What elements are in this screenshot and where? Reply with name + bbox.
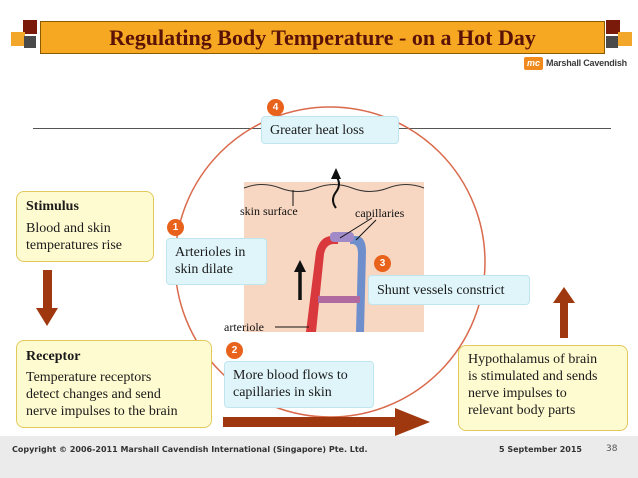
stimulus-heading: Stimulus bbox=[26, 199, 79, 214]
corner-square-dark bbox=[24, 36, 36, 48]
capillaries-leader-a bbox=[339, 217, 373, 239]
receptor-line: detect changes and send bbox=[26, 387, 161, 402]
hypothalamus-line: relevant body parts bbox=[468, 403, 576, 418]
step-2-line: More blood flows to bbox=[233, 368, 348, 383]
step-1-box: Arterioles in skin dilate bbox=[166, 238, 267, 285]
arteriole-vessel bbox=[306, 236, 338, 332]
heat-wave-icon bbox=[332, 175, 340, 209]
brand-logo: mc Marshall Cavendish bbox=[524, 56, 627, 70]
arteriole-label: arteriole bbox=[224, 320, 264, 334]
brand-mark: mc bbox=[524, 56, 544, 70]
heat-wave-arrowhead bbox=[331, 168, 341, 179]
stimulus-line: Blood and skin bbox=[26, 221, 111, 236]
receptor-heading: Receptor bbox=[26, 349, 81, 364]
step-4-text: Greater heat loss bbox=[270, 123, 365, 138]
stimulus-box: Stimulus Blood and skin temperatures ris… bbox=[16, 191, 154, 262]
step-3-box: Shunt vessels constrict bbox=[368, 275, 530, 305]
step-2-line: capillaries in skin bbox=[233, 385, 332, 400]
corner-square-gold bbox=[11, 32, 25, 46]
skin-surface-label: skin surface bbox=[240, 204, 298, 218]
corner-square-maroon-right bbox=[606, 20, 620, 34]
receptor-line: Temperature receptors bbox=[26, 370, 152, 385]
footer: Copyright © 2006-2011 Marshall Cavendish… bbox=[0, 436, 638, 478]
capillaries-label: capillaries bbox=[355, 206, 405, 220]
hypothalamus-up-arrow bbox=[553, 287, 575, 338]
footer-date: 5 September 2015 bbox=[499, 445, 582, 454]
shunt-vessel bbox=[318, 296, 360, 303]
venule-vessel bbox=[350, 236, 366, 332]
step-2-badge: 2 bbox=[226, 342, 243, 359]
page-number: 38 bbox=[606, 444, 618, 454]
hypothalamus-line: nerve impulses to bbox=[468, 386, 567, 401]
receptor-box: Receptor Temperature receptors detect ch… bbox=[16, 340, 212, 428]
capillaries-leader-b bbox=[355, 219, 377, 241]
step-4-badge: 4 bbox=[267, 99, 284, 116]
corner-square-gold-right bbox=[618, 32, 632, 46]
hypothalamus-line: is stimulated and sends bbox=[468, 369, 598, 384]
step-1-badge: 1 bbox=[167, 219, 184, 236]
step-4-box: Greater heat loss bbox=[261, 116, 399, 144]
title-bar: Regulating Body Temperature - on a Hot D… bbox=[40, 21, 605, 54]
copyright-text: Copyright © 2006-2011 Marshall Cavendish… bbox=[12, 445, 368, 454]
stimulus-line: temperatures rise bbox=[26, 238, 123, 253]
step-2-box: More blood flows to capillaries in skin bbox=[224, 361, 374, 408]
stimulus-to-receptor-arrow bbox=[36, 270, 58, 326]
step-3-badge: 3 bbox=[374, 255, 391, 272]
hypothalamus-box: Hypothalamus of brain is stimulated and … bbox=[458, 345, 628, 431]
corner-square-dark-right bbox=[606, 36, 618, 48]
corner-square-maroon bbox=[23, 20, 37, 34]
page-title: Regulating Body Temperature - on a Hot D… bbox=[109, 24, 536, 50]
step-1-line: Arterioles in bbox=[175, 245, 246, 260]
receptor-to-hypothalamus-arrow bbox=[223, 408, 430, 436]
receptor-line: nerve impulses to the brain bbox=[26, 404, 178, 419]
hypothalamus-line: Hypothalamus of brain bbox=[468, 352, 598, 367]
step-3-text: Shunt vessels constrict bbox=[377, 283, 505, 298]
skin-block bbox=[244, 182, 424, 332]
step-1-line: skin dilate bbox=[175, 262, 233, 277]
skin-surface-line bbox=[243, 184, 425, 192]
brand-name: Marshall Cavendish bbox=[546, 58, 627, 68]
